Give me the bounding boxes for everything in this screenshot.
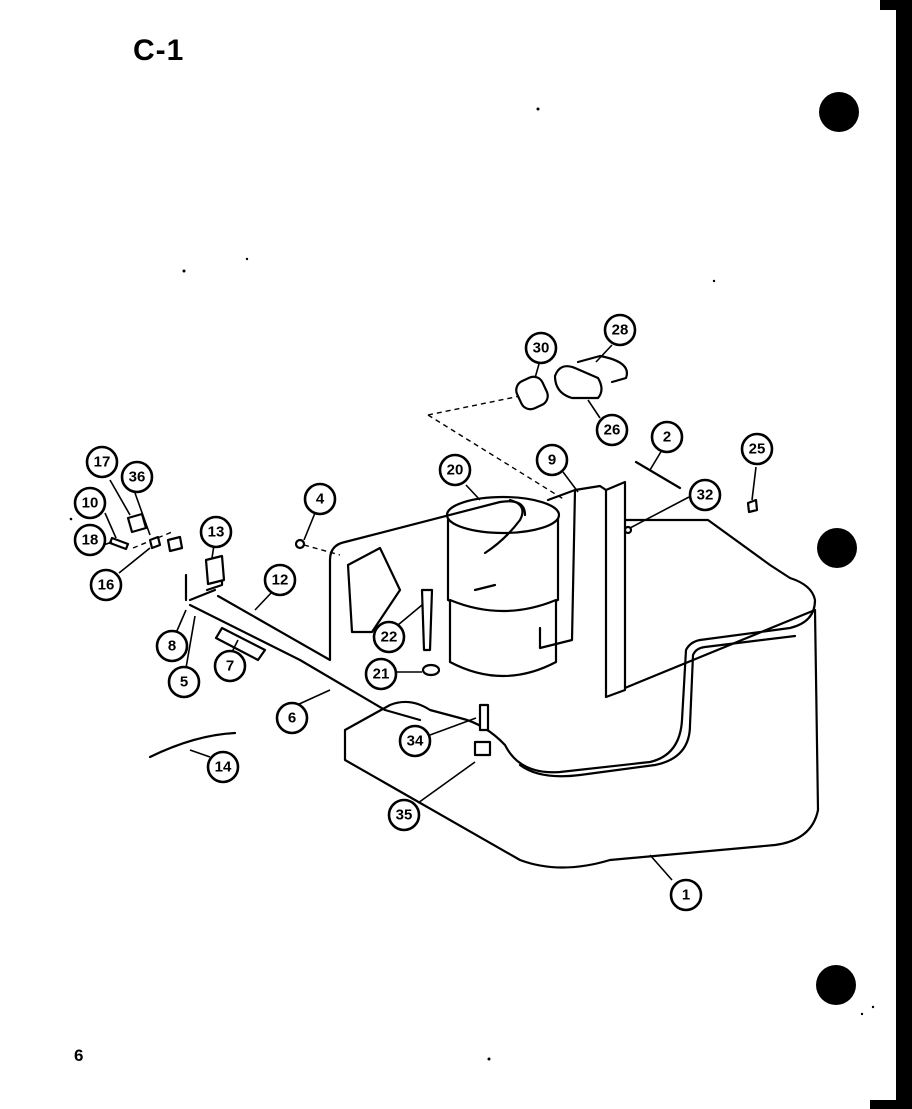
callout-label: 36 [129,469,146,486]
terminal-clip [473,740,492,757]
callout-10: 10 [73,486,107,520]
callout-25: 25 [740,432,774,466]
callout-21: 21 [364,657,398,691]
callout-12: 12 [263,563,297,597]
binder-hole-top [819,92,859,132]
drain-hose [148,731,237,759]
capacitor [553,365,603,400]
callout-label: 6 [288,710,296,727]
scan-specks [69,107,875,1061]
binder-hole-bottom [816,965,856,1005]
discharge-tube [538,484,608,650]
callout-4: 4 [303,482,337,516]
callout-label: 28 [612,322,629,339]
callout-label: 1 [682,887,690,904]
valve-spring [108,536,130,551]
callout-26: 26 [595,413,629,447]
callout-label: 16 [98,577,115,594]
binder-hole-middle [817,528,857,568]
callout-30: 30 [524,331,558,365]
callout-label: 25 [749,441,766,458]
callout-label: 20 [447,462,464,479]
callout-label: 10 [82,495,99,512]
callout-label: 32 [697,487,714,504]
callout-13: 13 [199,515,233,549]
callout-35: 35 [387,798,421,832]
mount-bolt [420,588,434,652]
valve-stem [148,535,162,550]
callout-label: 12 [272,572,289,589]
callout-1: 1 [669,878,703,912]
base-pan-inner-rim [518,634,797,778]
callout-label: 13 [208,524,225,541]
callout-2: 2 [650,420,684,454]
callout-14: 14 [206,750,240,784]
callout-label: 34 [407,733,424,750]
callout-label: 18 [82,532,99,549]
callout-label: 8 [168,638,176,655]
leader-lines [94,344,757,881]
callout-label: 9 [548,452,556,469]
callout-8: 8 [155,629,189,663]
page-number: 6 [74,1046,84,1065]
capacitor-cover [515,375,549,411]
callout-label: 5 [180,674,188,691]
retaining-rod [634,460,682,490]
callout-7: 7 [213,649,247,683]
top-edge-border [880,0,912,10]
callout-16: 16 [89,568,123,602]
capacitor-strap [576,354,629,384]
valve-body [126,512,148,534]
callout-22: 22 [372,620,406,654]
terminal-pin [478,703,490,732]
callout-label: 2 [663,429,671,446]
callout-label: 22 [381,629,398,646]
callout-18: 18 [73,523,107,557]
callout-label: 26 [604,422,621,439]
callout-28: 28 [603,313,637,347]
callout-34: 34 [398,724,432,758]
callout-6: 6 [275,701,309,735]
callout-label: 17 [94,454,111,471]
callout-20: 20 [438,453,472,487]
stud-screw [746,498,759,514]
grommet [421,663,441,677]
shroud-bracket [346,546,402,634]
suction-tube [216,500,527,662]
callout-label: 35 [396,807,413,824]
assembly-dash-line-4 [303,544,341,556]
valve-cap [166,535,184,553]
callout-label: 7 [226,658,234,675]
capillary-tube [188,603,422,722]
callout-label: 21 [373,666,390,683]
screw-4 [294,538,306,550]
callout-32: 32 [688,478,722,512]
callout-5: 5 [167,665,201,699]
right-edge-border [896,0,912,1109]
compressor-lower-shell [448,598,558,677]
rear-bulkhead [604,480,627,699]
bottom-edge-border [870,1100,912,1109]
fitting-13 [204,554,226,586]
assembly-dash-line [427,394,566,501]
accumulator [214,626,267,662]
screw-32 [623,525,633,535]
callout-label: 30 [533,340,550,357]
callout-36: 36 [120,460,154,494]
callout-17: 17 [85,445,119,479]
callout-label: 14 [215,759,232,776]
callout-9: 9 [535,443,569,477]
callout-label: 4 [316,491,325,508]
page-title: C-1 [133,34,185,67]
